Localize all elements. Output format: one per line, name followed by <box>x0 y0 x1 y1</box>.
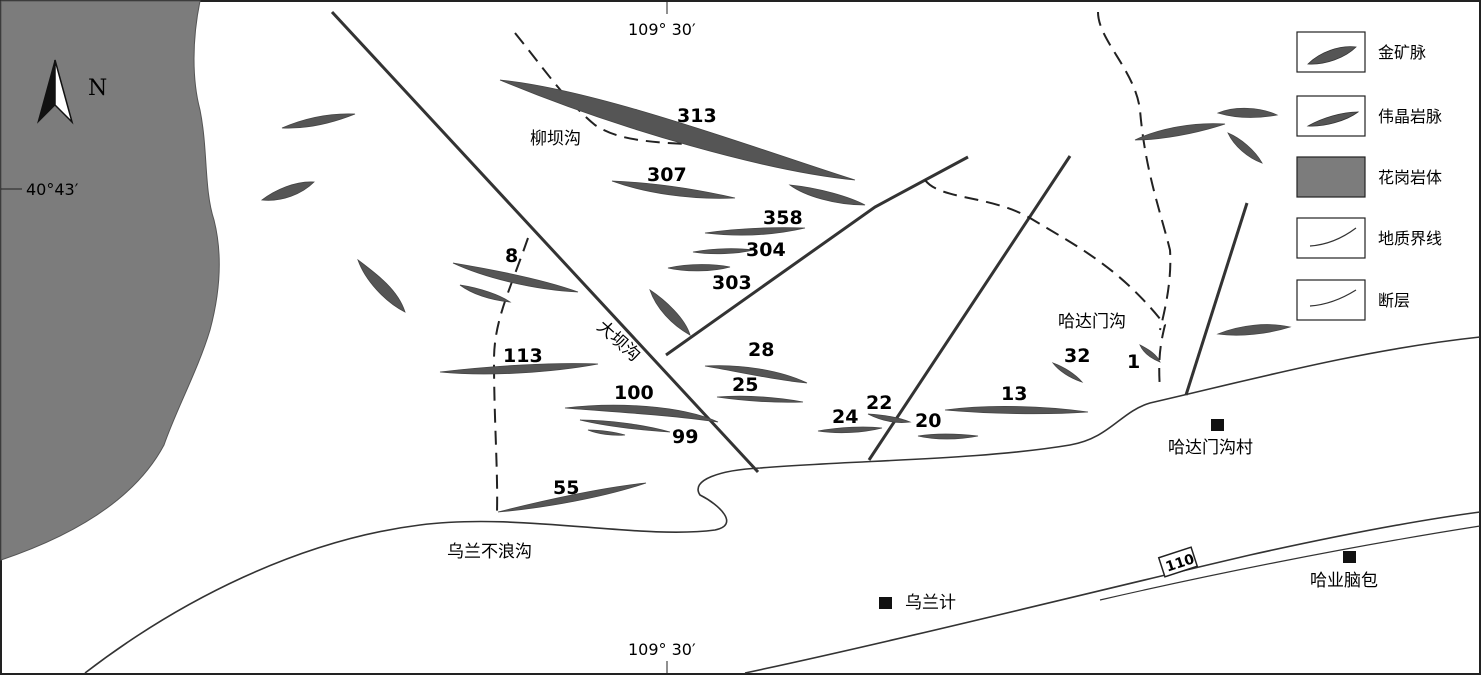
legend-item-boundary: 地质界线 <box>1296 217 1442 259</box>
vein-label-307: 307 <box>647 164 687 186</box>
vein-99b <box>587 429 626 436</box>
vein-28 <box>704 365 808 384</box>
vein-55 <box>497 482 647 513</box>
vein-25 <box>716 395 804 403</box>
fault-ne-3 <box>1184 202 1249 396</box>
legend-item-gold-vein: 金矿脉 <box>1296 31 1426 73</box>
vein-label-20: 20 <box>915 410 941 432</box>
vein-1 <box>1139 344 1161 363</box>
legend-label-granite: 花岗岩体 <box>1378 168 1442 187</box>
vein-313b <box>788 184 866 206</box>
vein-east-1 <box>1216 324 1292 336</box>
lat-label: 40°43′ <box>26 180 79 199</box>
lon-label-bottom: 109° 30′ <box>628 640 696 659</box>
geologic-boundary-icon <box>1309 227 1357 247</box>
place-liubagou: 柳坝沟 <box>530 129 581 149</box>
vein-west-1 <box>281 113 356 129</box>
north-label: N <box>88 76 107 101</box>
granite-body-icon <box>1296 156 1366 198</box>
vein-304 <box>692 248 754 255</box>
vein-8a <box>452 262 579 293</box>
fault-ne-2 <box>867 155 1072 461</box>
lon-label-top: 109° 30′ <box>628 20 696 39</box>
vein-label-25: 25 <box>732 374 758 396</box>
place-wulanbulanggou: 乌兰不浪沟 <box>447 542 532 562</box>
vein-13 <box>944 405 1089 415</box>
north-arrow-icon <box>37 59 74 125</box>
village-marker-icon <box>1343 551 1356 563</box>
place-hadamengou-village: 哈达门沟村 <box>1168 438 1253 458</box>
vein-label-1: 1 <box>1127 351 1140 373</box>
pegmatite-vein-icon <box>1306 111 1360 127</box>
vein-west-2 <box>260 181 315 201</box>
vein-label-113: 113 <box>503 345 543 367</box>
vein-west-3 <box>357 258 406 313</box>
place-hayenaobao: 哈业脑包 <box>1310 571 1378 591</box>
vein-ne-2 <box>1216 107 1279 118</box>
vein-label-99: 99 <box>672 426 698 448</box>
vein-label-304: 304 <box>746 239 786 261</box>
vein-label-24: 24 <box>832 406 858 428</box>
village-marker-icon <box>879 597 892 609</box>
village-marker-icon <box>1211 419 1224 431</box>
vein-113 <box>439 363 599 375</box>
vein-label-13: 13 <box>1001 383 1027 405</box>
liubagou-dashed-fault <box>514 32 746 146</box>
granite-body <box>0 0 220 561</box>
vein-99a <box>579 419 671 433</box>
vein-24 <box>817 426 883 434</box>
legend-label-fault: 断层 <box>1378 291 1410 310</box>
vein-20 <box>917 433 979 440</box>
vein-303 <box>667 264 731 272</box>
vein-label-313: 313 <box>677 105 717 127</box>
vein-labels: 313 307 358 304 303 8 113 28 25 100 99 2… <box>503 105 1140 499</box>
vein-label-358: 358 <box>763 207 803 229</box>
legend: 金矿脉 伟晶岩脉 花岗岩体 地质界线 断层 <box>1296 31 1442 321</box>
vein-358 <box>704 227 806 236</box>
vein-label-8: 8 <box>505 245 518 267</box>
fault-icon <box>1309 289 1357 307</box>
hadamen-dashed-fault <box>924 179 1167 391</box>
faults-solid <box>330 10 1249 474</box>
place-wulanji: 乌兰计 <box>905 593 956 613</box>
vein-307 <box>611 180 736 199</box>
vein-label-28: 28 <box>748 339 774 361</box>
vein-ne-1 <box>1134 123 1226 141</box>
vein-lens-center <box>649 289 691 336</box>
legend-item-fault: 断层 <box>1296 279 1410 321</box>
legend-label-pegmatite: 伟晶岩脉 <box>1378 107 1442 126</box>
vein-8b <box>459 284 512 303</box>
vein-label-55: 55 <box>553 477 579 499</box>
geologic-boundary-road-edge <box>1099 525 1481 601</box>
vein-32 <box>1051 362 1084 383</box>
place-hadamengou: 哈达门沟 <box>1058 312 1126 332</box>
vein-label-303: 303 <box>712 272 752 294</box>
dabagou-fault <box>330 10 760 474</box>
vein-100 <box>564 404 719 423</box>
vein-label-22: 22 <box>866 392 892 414</box>
veins <box>260 79 1292 513</box>
vein-label-100: 100 <box>614 382 654 404</box>
geologic-boundary-road <box>744 511 1481 674</box>
legend-item-granite: 花岗岩体 <box>1296 156 1442 198</box>
geologic-boundary-main <box>84 336 1481 674</box>
legend-label-boundary: 地质界线 <box>1378 229 1442 248</box>
legend-label-gold-vein: 金矿脉 <box>1378 43 1426 62</box>
east-dashed-fault <box>1097 11 1172 331</box>
vein-313 <box>499 79 856 181</box>
vein-label-32: 32 <box>1064 345 1090 367</box>
fault-ne-1 <box>665 155 969 357</box>
legend-item-pegmatite: 伟晶岩脉 <box>1296 95 1442 137</box>
vein-ne-3 <box>1227 132 1263 164</box>
vein-22 <box>867 413 912 423</box>
gold-vein-icon <box>1307 46 1357 65</box>
